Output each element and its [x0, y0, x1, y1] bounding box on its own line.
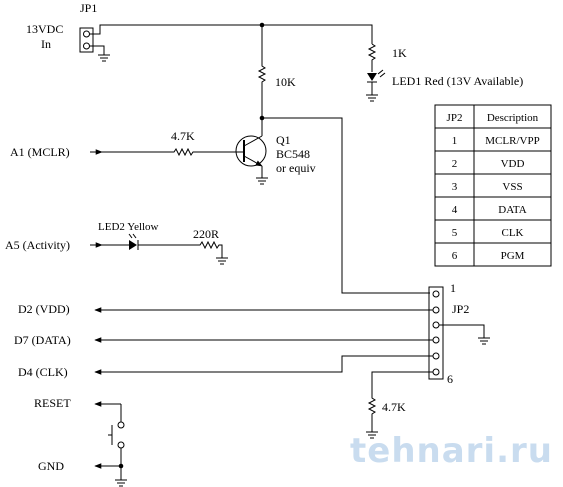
resistor-47k-pull — [367, 371, 433, 432]
ground-icon — [478, 337, 490, 345]
table-cell: DATA — [498, 204, 527, 216]
pin-table: JP2 Description 1 MCLR/VPP 2 VDD 3 VSS 4… — [434, 104, 552, 267]
table-cell: 4 — [452, 204, 458, 216]
ground-icon — [366, 431, 378, 439]
pushbutton-icon — [108, 421, 125, 449]
table-cell: VDD — [501, 158, 525, 170]
jp2-vss-wire — [439, 324, 485, 338]
ground-icon — [216, 257, 228, 265]
a1-label: A1 (MCLR) — [10, 145, 70, 159]
led2-label: LED2 Yellow — [98, 221, 159, 233]
a5-label: A5 (Activity) — [5, 238, 70, 252]
resistor-10k — [257, 25, 267, 118]
reset-label: RESET — [34, 396, 71, 410]
d4-wire — [94, 355, 433, 375]
ground-icon — [98, 54, 110, 62]
led1-icon — [367, 69, 386, 83]
r10k-label: 10K — [275, 75, 296, 89]
jp2-connector — [428, 286, 444, 380]
r220-label: 220R — [193, 227, 219, 241]
jp1-label: JP1 — [80, 1, 97, 15]
jp2-pin6-label: 6 — [447, 372, 453, 386]
table-cell: 6 — [452, 250, 458, 262]
jp1-gnd-wire — [89, 45, 105, 55]
q1-equiv-label: or equiv — [276, 161, 316, 175]
ground-icon — [256, 177, 268, 185]
jp2-pin1-label: 1 — [450, 281, 456, 295]
q1-label: Q1 — [276, 133, 291, 147]
resistor-220r — [138, 240, 223, 258]
vcc-rail — [89, 24, 373, 44]
table-cell: MCLR/VPP — [485, 135, 539, 147]
q1-part-label: BC548 — [276, 147, 310, 161]
ground-icon — [115, 479, 127, 487]
r1k-label: 1K — [392, 46, 407, 60]
table-cell: 1 — [452, 135, 458, 147]
gnd-label: GND — [38, 459, 64, 473]
led1-label: LED1 Red (13V Available) — [392, 74, 523, 88]
table-cell: VSS — [502, 181, 522, 193]
r47k-pull-label: 4.7K — [382, 400, 406, 414]
d4-label: D4 (CLK) — [18, 365, 68, 379]
resistor-47k-base — [102, 147, 244, 157]
d2-label: D2 (VDD) — [18, 302, 70, 316]
table-header-jp2: JP2 — [447, 112, 463, 124]
led2-icon — [128, 233, 139, 250]
table-cell: 5 — [452, 227, 458, 239]
ground-icon — [366, 94, 378, 102]
table-header-description: Description — [487, 112, 539, 124]
vdc-in-label: In — [41, 37, 51, 51]
jp1-connector — [79, 27, 94, 53]
table-cell: 3 — [452, 181, 458, 193]
table-cell: PGM — [501, 250, 525, 262]
table-cell: CLK — [502, 227, 524, 239]
r47k-base-label: 4.7K — [171, 129, 195, 143]
transistor-q1-icon — [235, 135, 267, 167]
jp2-label: JP2 — [452, 302, 469, 316]
mclr-output-wire — [262, 117, 430, 294]
table-cell: 2 — [452, 158, 458, 170]
watermark: tehnari.ru — [350, 431, 553, 471]
resistor-1k — [367, 43, 377, 72]
d7-label: D7 (DATA) — [14, 333, 71, 347]
vdc-label: 13VDC — [26, 22, 63, 36]
